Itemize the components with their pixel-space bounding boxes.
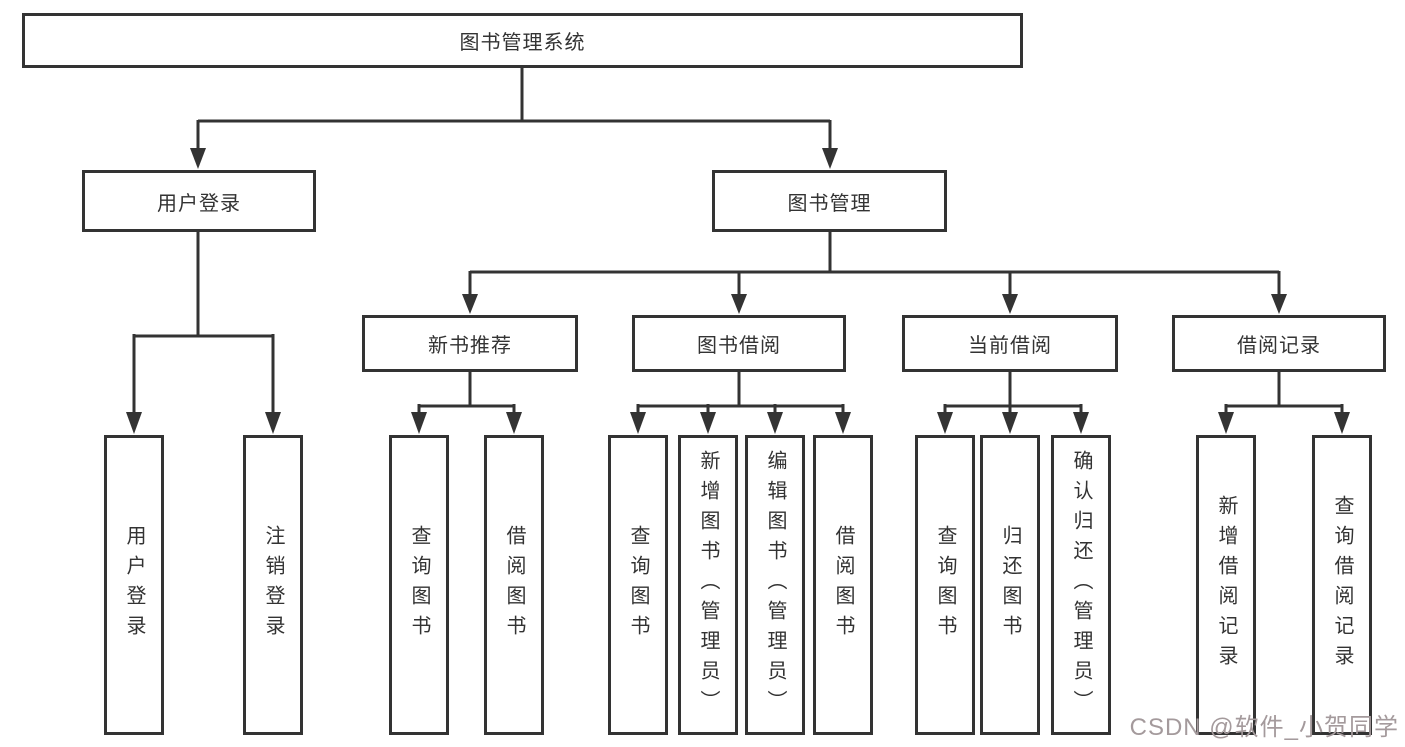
leaf-cb-confirm-return-admin-label: 确认归还（管理员）	[1070, 450, 1092, 720]
connector-book-borrow-children	[630, 372, 851, 434]
node-current-borrow: 当前借阅	[902, 315, 1118, 372]
leaf-br-query-record-label: 查询借阅记录	[1331, 495, 1353, 675]
leaf-cb-query-books-label: 查询图书	[934, 525, 956, 645]
leaf-bb-borrow-books-label: 借阅图书	[832, 525, 854, 645]
connector-root-to-level2	[190, 68, 838, 169]
leaf-br-query-record: 查询借阅记录	[1312, 435, 1372, 735]
watermark: CSDN @软件_小贺同学	[1129, 714, 1399, 741]
connector-borrow-record-children	[1218, 372, 1350, 434]
leaf-cb-return-books-label: 归还图书	[999, 525, 1021, 645]
leaf-bb-borrow-books: 借阅图书	[813, 435, 873, 735]
leaf-nbr-borrow-books-label: 借阅图书	[503, 525, 525, 645]
leaf-logout: 注销登录	[243, 435, 303, 735]
leaf-user-login-label: 用户登录	[123, 525, 145, 645]
node-root: 图书管理系统	[22, 13, 1023, 68]
leaf-bb-edit-books-admin: 编辑图书（管理员）	[745, 435, 805, 735]
leaf-bb-add-books-admin-label: 新增图书（管理员）	[697, 450, 719, 720]
node-borrow-records: 借阅记录	[1172, 315, 1386, 372]
leaf-br-add-record: 新增借阅记录	[1196, 435, 1256, 735]
node-book-management: 图书管理	[712, 170, 947, 232]
leaf-bb-query-books-label: 查询图书	[627, 525, 649, 645]
leaf-bb-add-books-admin: 新增图书（管理员）	[678, 435, 738, 735]
leaf-bb-query-books: 查询图书	[608, 435, 668, 735]
connector-book-management-children	[462, 232, 1287, 314]
connector-new-book-children	[411, 372, 522, 434]
leaf-logout-label: 注销登录	[262, 525, 284, 645]
leaf-cb-confirm-return-admin: 确认归还（管理员）	[1051, 435, 1111, 735]
leaf-nbr-query-books: 查询图书	[389, 435, 449, 735]
node-new-book-recommend: 新书推荐	[362, 315, 578, 372]
leaf-br-add-record-label: 新增借阅记录	[1215, 495, 1237, 675]
leaf-nbr-query-books-label: 查询图书	[408, 525, 430, 645]
node-user-login: 用户登录	[82, 170, 316, 232]
leaf-user-login: 用户登录	[104, 435, 164, 735]
connector-current-borrow-children	[937, 372, 1089, 434]
connector-user-login-children	[126, 232, 281, 434]
leaf-cb-return-books: 归还图书	[980, 435, 1040, 735]
leaf-nbr-borrow-books: 借阅图书	[484, 435, 544, 735]
node-book-borrow: 图书借阅	[632, 315, 846, 372]
leaf-bb-edit-books-admin-label: 编辑图书（管理员）	[764, 450, 786, 720]
leaf-cb-query-books: 查询图书	[915, 435, 975, 735]
